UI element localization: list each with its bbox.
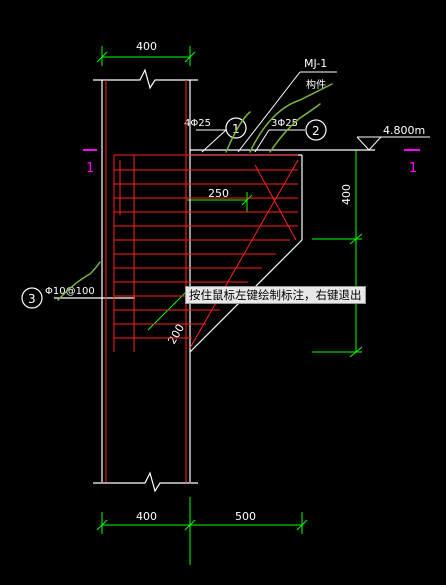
dim-bottom-left-text: 400 <box>136 510 157 523</box>
section-right-text: 1 <box>409 161 417 176</box>
dimension-bottom <box>96 512 308 534</box>
dim-top-400-text: 400 <box>136 40 157 53</box>
callout-leaders <box>196 129 305 153</box>
elevation-marker <box>356 136 430 151</box>
dimension-top-400 <box>96 46 196 66</box>
dim-bottom-right-text: 500 <box>235 510 256 523</box>
rebar-top-left-text: 4Φ25 <box>184 118 211 129</box>
callout-2-text: 2 <box>312 124 320 138</box>
sketch-leaders <box>57 83 333 301</box>
dimension-inner-200 <box>147 287 191 331</box>
rebar-top-right-text: 3Φ25 <box>271 118 298 129</box>
mj-tag-text: MJ-1 <box>304 57 327 70</box>
rebar-lines <box>105 80 299 482</box>
callout-1: 1 <box>225 117 247 139</box>
dim-inner-250-text: 250 <box>208 187 229 200</box>
dimension-inner-250 <box>187 192 253 212</box>
column-outline <box>54 68 375 493</box>
dim-inner-200-text: 200 <box>165 322 187 347</box>
callout-3-text: 3 <box>28 292 36 306</box>
stirrup-text: Φ10@100 <box>45 286 95 297</box>
dim-right-400-text: 400 <box>340 184 353 205</box>
elevation-text: 4.800m <box>383 124 425 137</box>
mj-sub-text: 构件 <box>306 78 326 91</box>
command-tooltip: 按住鼠标左键绘制标注，右键退出 <box>185 286 366 304</box>
callout-2: 2 <box>305 119 327 141</box>
callout-1-text: 1 <box>232 122 240 136</box>
callout-3: 3 <box>21 287 43 309</box>
dimension-right-400 <box>312 150 363 358</box>
section-left-text: 1 <box>86 161 94 176</box>
mj-leader <box>237 71 337 153</box>
